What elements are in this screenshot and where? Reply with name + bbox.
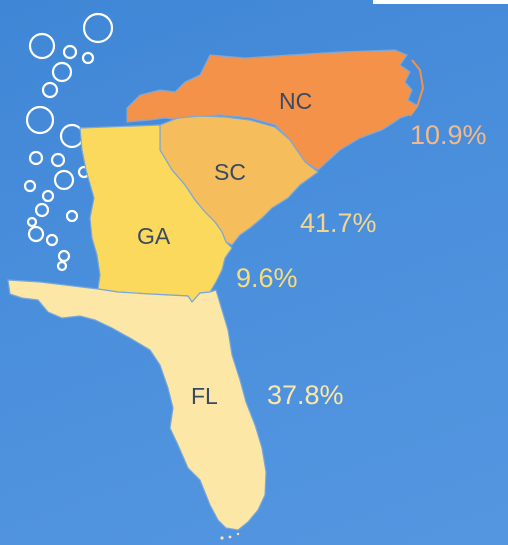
bubble — [82, 12, 114, 44]
value-nc: 10.9% — [410, 120, 487, 150]
florida-keys — [220, 532, 240, 540]
label-ga: GA — [137, 223, 171, 249]
bubble — [51, 61, 73, 83]
bubble — [62, 44, 78, 60]
top-strip — [373, 0, 508, 4]
nc-outer-banks — [409, 59, 425, 117]
label-sc: SC — [214, 159, 246, 185]
bubble — [26, 216, 38, 228]
value-fl: 37.8% — [267, 380, 344, 410]
bubble — [27, 225, 45, 243]
state-fl[interactable] — [7, 279, 267, 531]
bubble — [56, 260, 68, 272]
bubble — [28, 32, 56, 60]
bubble — [57, 249, 71, 263]
bubble — [81, 51, 95, 65]
bubble — [50, 152, 66, 168]
bubble — [23, 179, 37, 193]
value-sc: 41.7% — [300, 208, 377, 238]
bubble — [34, 202, 50, 218]
label-fl: FL — [191, 383, 218, 409]
value-ga: 9.6% — [236, 263, 298, 293]
bubble — [53, 169, 75, 191]
label-nc: NC — [279, 88, 312, 114]
bubble — [45, 233, 59, 247]
bubble — [41, 81, 59, 99]
bubble — [25, 105, 55, 135]
bubble — [28, 150, 44, 166]
bubble — [65, 209, 79, 223]
bubble — [41, 189, 55, 203]
